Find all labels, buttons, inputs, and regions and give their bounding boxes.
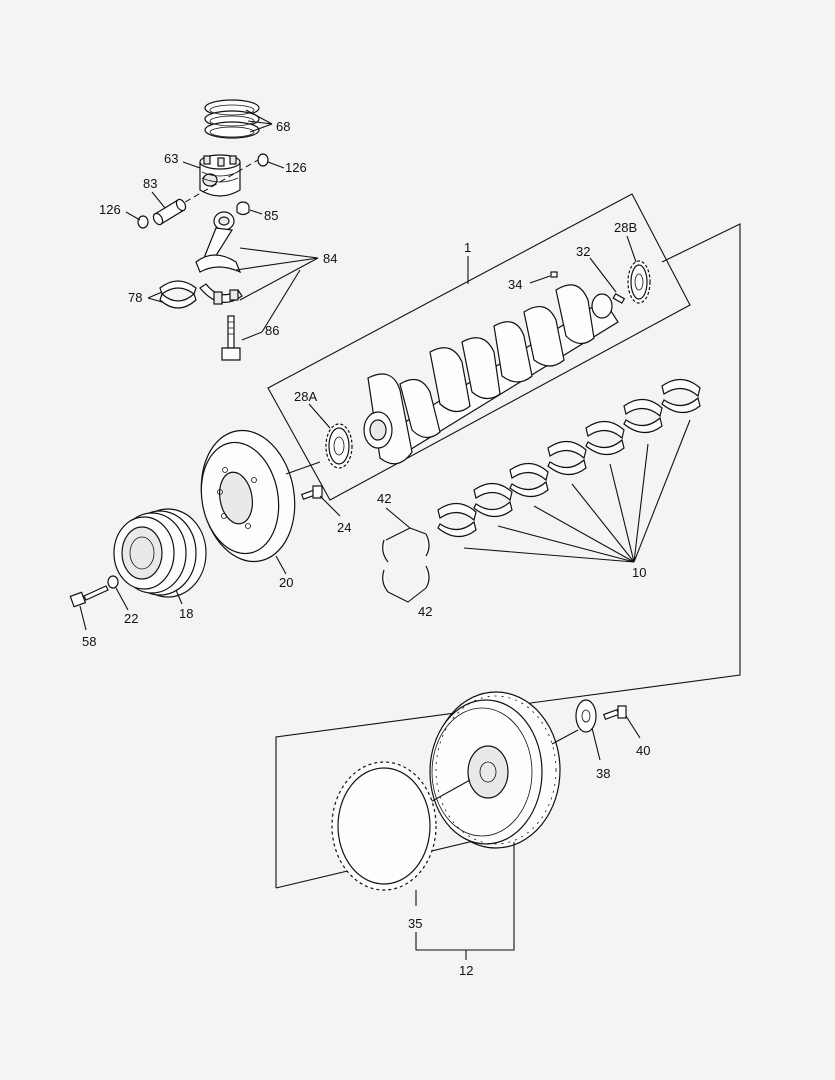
- connecting-rod: [195, 211, 242, 274]
- leader-86-extra: [261, 269, 301, 333]
- callout-10: 10: [632, 565, 646, 580]
- leader-85: [249, 209, 263, 215]
- callout-35: 35: [408, 916, 422, 931]
- callout-78: 78: [128, 290, 142, 305]
- leader-78: [147, 291, 163, 303]
- leader-22: [115, 587, 129, 611]
- leader-24: [319, 495, 341, 517]
- leader-42-top: [385, 507, 427, 541]
- callout-63: 63: [164, 151, 178, 166]
- leader-28B: [626, 235, 637, 263]
- leader-126-left: [125, 211, 141, 221]
- callout-85: 85: [264, 208, 278, 223]
- key-34: [550, 271, 558, 278]
- crankshaft-group-frame: [267, 193, 691, 501]
- flywheel-group-frame: [275, 223, 741, 888]
- leader-34: [529, 275, 551, 284]
- callout-83: 83: [143, 176, 157, 191]
- piston-pin: [152, 198, 187, 226]
- vibration-damper: [200, 429, 296, 563]
- flywheel-bolt: [602, 705, 627, 720]
- callout-58: 58: [82, 634, 96, 649]
- callout-40: 40: [636, 743, 650, 758]
- callout-22: 22: [124, 611, 138, 626]
- leader-38: [591, 727, 601, 761]
- callout-32: 32: [576, 244, 590, 259]
- piston-rings: [204, 99, 260, 139]
- pulley-washer: [107, 575, 119, 589]
- leader-32: [589, 257, 617, 293]
- crankshaft: [363, 284, 619, 465]
- leader-86: [241, 331, 263, 341]
- small-end-bushing: [236, 201, 250, 216]
- callout-28A: 28A: [294, 389, 317, 404]
- leader-18: [175, 589, 183, 605]
- crankshaft-gear-front: [325, 423, 353, 469]
- callout-1: 1: [464, 240, 471, 255]
- thrust-washers: [382, 533, 430, 593]
- leader-42-bottom: [387, 587, 427, 603]
- callout-38: 38: [596, 766, 610, 781]
- callout-126: 126: [99, 202, 121, 217]
- connecting-rod-bolt: [221, 315, 241, 361]
- flywheel: [429, 691, 561, 849]
- piston: [199, 154, 241, 197]
- pulley-bolt: [300, 485, 323, 500]
- connecting-rod-cap: [199, 283, 243, 305]
- leader-58: [79, 605, 87, 631]
- pin-axis: [167, 159, 259, 213]
- leader-20: [275, 555, 287, 575]
- pulley-bolt-58: [69, 585, 109, 608]
- crankshaft-pulley: [113, 508, 207, 598]
- rod-bearing-shells: [159, 280, 197, 309]
- flywheel-plate: [575, 699, 597, 733]
- callout-84: 84: [323, 251, 337, 266]
- piston-pin-circlip-left: [137, 215, 149, 229]
- leader-40: [625, 715, 641, 739]
- leader-12: [415, 842, 515, 960]
- callout-20: 20: [279, 575, 293, 590]
- dowel-pin-32: [612, 292, 626, 304]
- leader-84: [235, 247, 319, 301]
- callout-42: 42: [377, 491, 391, 506]
- callout-24: 24: [337, 520, 351, 535]
- callout-126: 126: [285, 160, 307, 175]
- callout-12: 12: [459, 963, 473, 978]
- callout-42: 42: [418, 604, 432, 619]
- leader-63: [182, 161, 201, 169]
- leader-126-right: [267, 161, 285, 169]
- callout-68: 68: [276, 119, 290, 134]
- callout-34: 34: [508, 277, 522, 292]
- leader-28A: [308, 403, 331, 429]
- piston-pin-circlip-right: [257, 153, 269, 167]
- ring-gear: [331, 761, 437, 891]
- callout-28B: 28B: [614, 220, 637, 235]
- callout-18: 18: [179, 606, 193, 621]
- callout-86: 86: [265, 323, 279, 338]
- leader-10: [463, 419, 691, 563]
- crankshaft-gear-rear: [627, 260, 651, 304]
- leader-68: [245, 109, 273, 133]
- leader-83: [151, 191, 166, 209]
- main-bearing-shells: [437, 378, 701, 538]
